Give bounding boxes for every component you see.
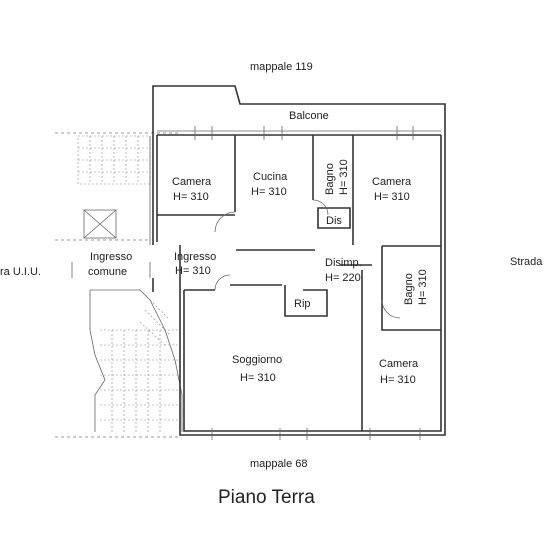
label-balcony: Balcone — [289, 110, 329, 122]
room-soggiorno-height: H= 310 — [240, 372, 276, 384]
plan-title: Piano Terra — [218, 487, 315, 508]
room-bagno-right-height: H= 310 — [417, 269, 429, 305]
room-camera-nw-height: H= 310 — [173, 191, 209, 203]
room-camera-nw-name: Camera — [172, 176, 212, 188]
label-east-street: Strada — [510, 256, 543, 268]
room-cucina-name: Cucina — [253, 171, 288, 183]
label-north-parcel: mappale 119 — [250, 61, 313, 73]
label-dis: Dis — [326, 215, 342, 227]
room-ingresso-comune-name2: comune — [88, 266, 127, 278]
label-rip: Rip — [294, 298, 311, 310]
label-south-parcel: mappale 68 — [250, 458, 308, 470]
room-camera-ne-height: H= 310 — [374, 191, 410, 203]
room-cucina-height: H= 310 — [251, 186, 287, 198]
room-bagno-top-height: H= 310 — [338, 159, 350, 195]
room-ingresso-comune-name: Ingresso — [90, 251, 132, 263]
windows — [194, 126, 421, 440]
room-bagno-top-name: Bagno — [324, 163, 336, 195]
apartment-walls — [152, 85, 446, 436]
room-camera-se-name: Camera — [379, 358, 419, 370]
label-west-neighbour: ra U.I.U. — [0, 266, 41, 278]
room-bagno-right-name: Bagno — [403, 273, 415, 305]
room-camera-se-height: H= 310 — [380, 374, 416, 386]
room-disimp-name: Disimp. — [325, 257, 362, 269]
room-ingresso-name: Ingresso — [174, 251, 216, 263]
room-disimp-height: H= 220 — [325, 272, 361, 284]
room-soggiorno-name: Soggiorno — [232, 354, 282, 366]
common-area-hatching — [55, 132, 183, 438]
room-ingresso-height: H= 310 — [175, 265, 211, 277]
room-camera-ne-name: Camera — [372, 176, 412, 188]
